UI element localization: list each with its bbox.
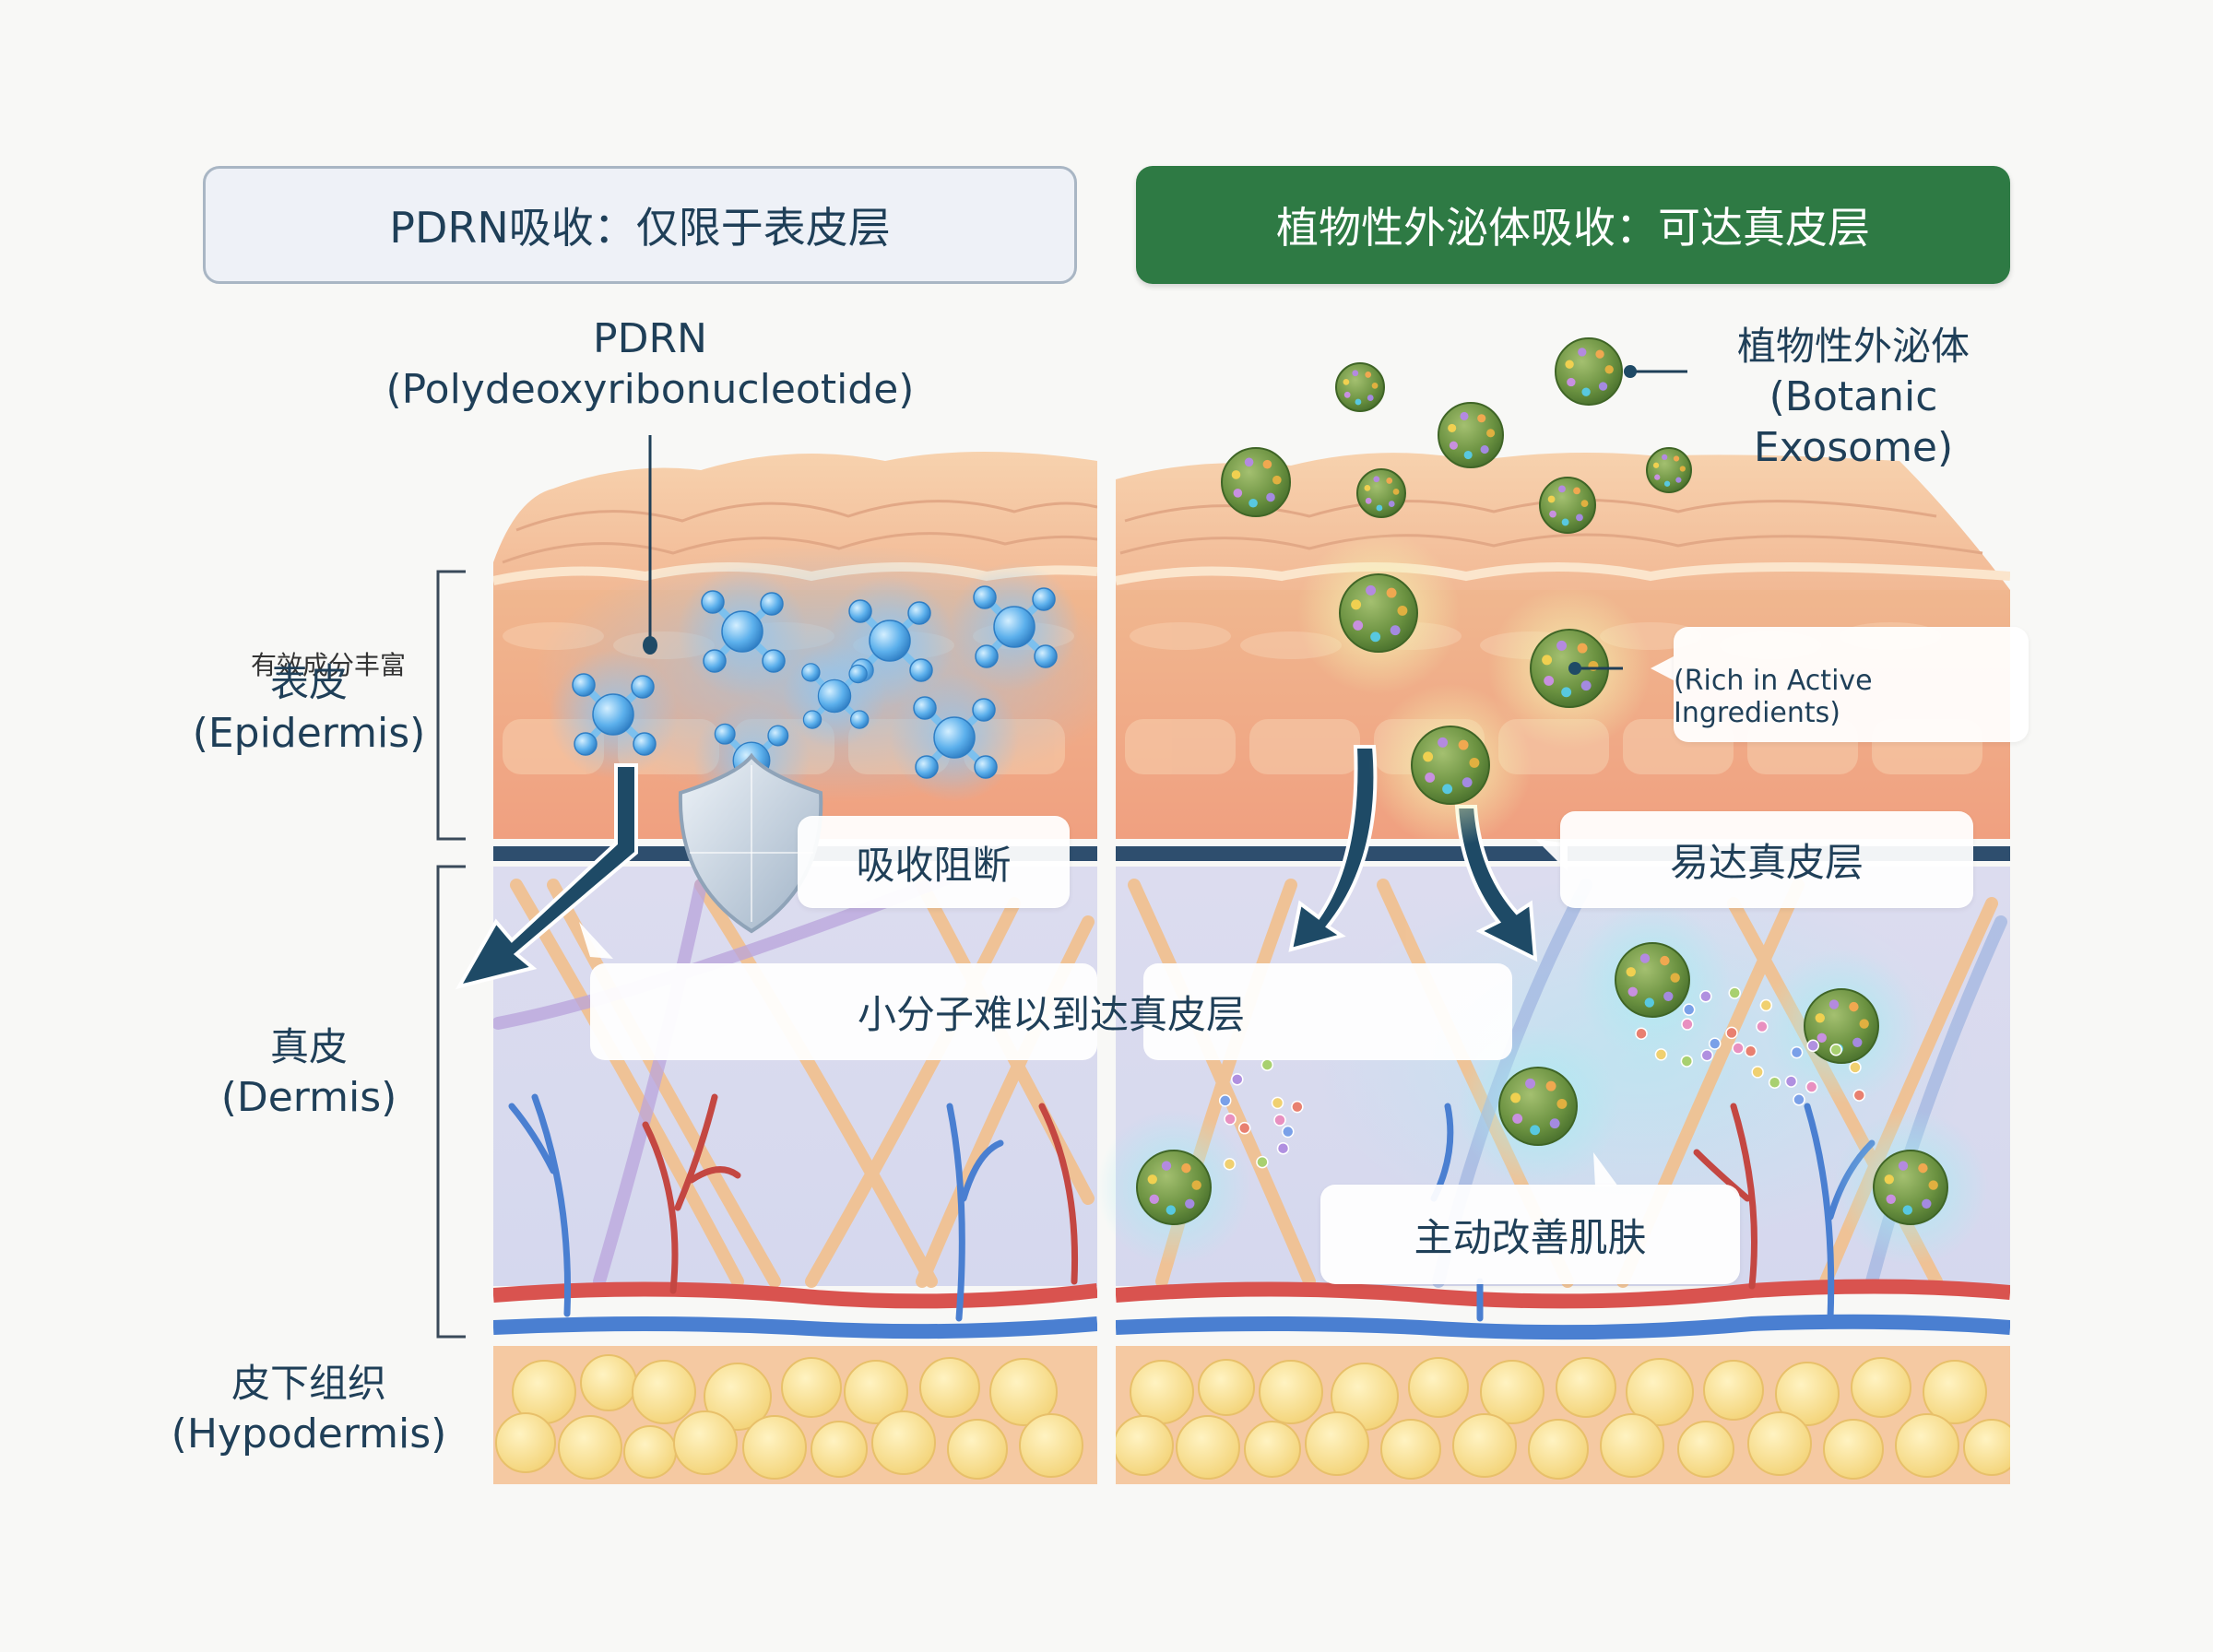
exosome-leader-dot [1624,365,1637,378]
absorption-blocked-text: 吸收阻断 [856,842,1012,888]
ingredient-particle [1224,1113,1237,1126]
ingredient-particle [1231,1073,1244,1086]
exosome-icon [1539,477,1596,534]
layer-zh: 表皮 [269,660,348,705]
penetration-arrow-2 [1454,805,1538,962]
exosome-icon [1221,447,1291,517]
ingredient-particle [1291,1100,1304,1114]
layer-label-hypodermis: 皮下组织 (Hypodermis) [166,1360,452,1459]
hard-to-reach-callout: 小分子难以到达真皮层 [590,963,1512,1060]
rich-ingredients-callout: (Rich in Active Ingredients) [1674,627,2029,742]
ingredient-particle [1806,1039,1819,1053]
pdrn-molecule-icon [678,567,807,696]
penetration-arrow-1 [1288,745,1378,952]
exosome-icon [1296,531,1461,695]
rich-leader-dot [1568,662,1581,675]
absorption-blocked-callout: 吸收阻断 [798,816,1070,908]
ingredient-particle [1708,1037,1722,1050]
pdrn-header-text: PDRN吸收：仅限于表皮层 [389,203,891,253]
ingredient-particle [1790,1045,1804,1059]
exosome-header-text: 植物性外泌体吸收：可达真皮层 [1276,203,1870,253]
ingredient-particle [1237,1121,1251,1135]
ingredient-particle [1784,1075,1798,1088]
reach-dermis-text: 易达真皮层 [1669,840,1864,885]
layer-bracket [436,570,466,1339]
ingredient-particle [1699,990,1712,1003]
pdrn-label-short: PDRN [593,315,707,362]
exosome-icon [1575,903,1730,1057]
exosome-icon [1456,1024,1620,1188]
ingredient-particle [1654,1048,1668,1061]
ingredient-particle [1256,1155,1269,1169]
ingredient-particle [1281,1125,1295,1139]
pdrn-molecule-icon [890,673,1019,802]
improve-skin-text: 主动改善肌肤 [1414,1214,1647,1260]
pdrn-molecule-icon [950,562,1079,691]
exosome-icon [1438,402,1504,468]
exosome-icon [1833,1110,1988,1265]
pdrn-label: PDRN (Polydeoxyribonucleotide) [378,313,922,415]
ingredient-particle [1805,1080,1818,1093]
exosome-label-zh: 植物性外泌体 [1736,324,1970,369]
ingredient-particle [1700,1049,1714,1062]
exosome-icon [1368,683,1533,847]
pdrn-leader-dot [643,636,657,655]
ingredient-particle [1852,1089,1866,1102]
layer-zh: 皮下组织 [231,1361,386,1406]
exosome-icon [1335,362,1385,412]
ingredient-particle [1276,1141,1290,1155]
vein [493,1316,1097,1339]
ingredient-particle [1680,1055,1694,1068]
pdrn-molecule-icon [783,644,886,748]
ingredient-particle [1260,1058,1274,1071]
exosome-icon [1555,337,1623,406]
improve-skin-callout: 主动改善肌肤 [1320,1185,1740,1284]
ingredient-particle [1273,1114,1286,1127]
rich-label-zh: 有效成分丰富 [251,650,407,680]
ingredient-particle [1681,1018,1694,1031]
exosome-header: 植物性外泌体吸收：可达真皮层 [1136,166,2010,284]
artery [493,1281,1097,1309]
ingredient-particle [1223,1158,1237,1171]
ingredient-particle [1756,1020,1769,1033]
layer-en: (Dermis) [220,1073,397,1121]
pdrn-molecule-icon [549,650,678,779]
layer-label-dermis: 真皮 (Dermis) [184,1023,433,1123]
ingredient-particle [1793,1093,1805,1106]
exosome-icon [1646,447,1692,493]
ingredient-particle [1682,1003,1696,1016]
ingredient-particle [1751,1066,1764,1079]
exosome-label: 植物性外泌体 (Botanic Exosome) [1669,323,2038,473]
exosome-label-en: (Botanic Exosome) [1753,372,1954,471]
ingredient-particle [1271,1096,1284,1110]
active-ingredient-particles [1218,986,1866,1171]
ingredient-particle [1728,986,1741,999]
ingredient-particle [1829,1043,1842,1056]
pdrn-molecules [549,562,1079,819]
exosome-icon [1356,468,1406,518]
exosome-icon [1764,949,1919,1103]
hard-to-reach-text: 小分子难以到达真皮层 [857,992,1245,1037]
ingredient-particle [1218,1094,1232,1107]
ingredient-particle [1635,1027,1648,1040]
ingredient-particle [1768,1076,1781,1089]
ingredient-particle [1744,1044,1757,1057]
blocked-arrow [455,763,638,990]
layer-label-epidermis: 表皮 (Epidermis) [184,659,433,759]
ingredient-particle [1759,998,1773,1012]
layer-zh: 真皮 [269,1024,348,1069]
layer-en: (Epidermis) [192,709,426,757]
rich-label-en: (Rich in Active Ingredients) [1674,665,1873,729]
exosome-icon [1096,1110,1251,1265]
reach-dermis-callout: 易达真皮层 [1560,811,1973,908]
ingredient-particle [1732,1042,1745,1055]
ingredient-particle [1849,1061,1862,1074]
ingredient-particle [1725,1026,1738,1040]
layer-en: (Hypodermis) [171,1410,447,1457]
pdrn-label-full: (Polydeoxyribonucleotide) [385,366,915,413]
pdrn-header: PDRN吸收：仅限于表皮层 [203,166,1077,284]
